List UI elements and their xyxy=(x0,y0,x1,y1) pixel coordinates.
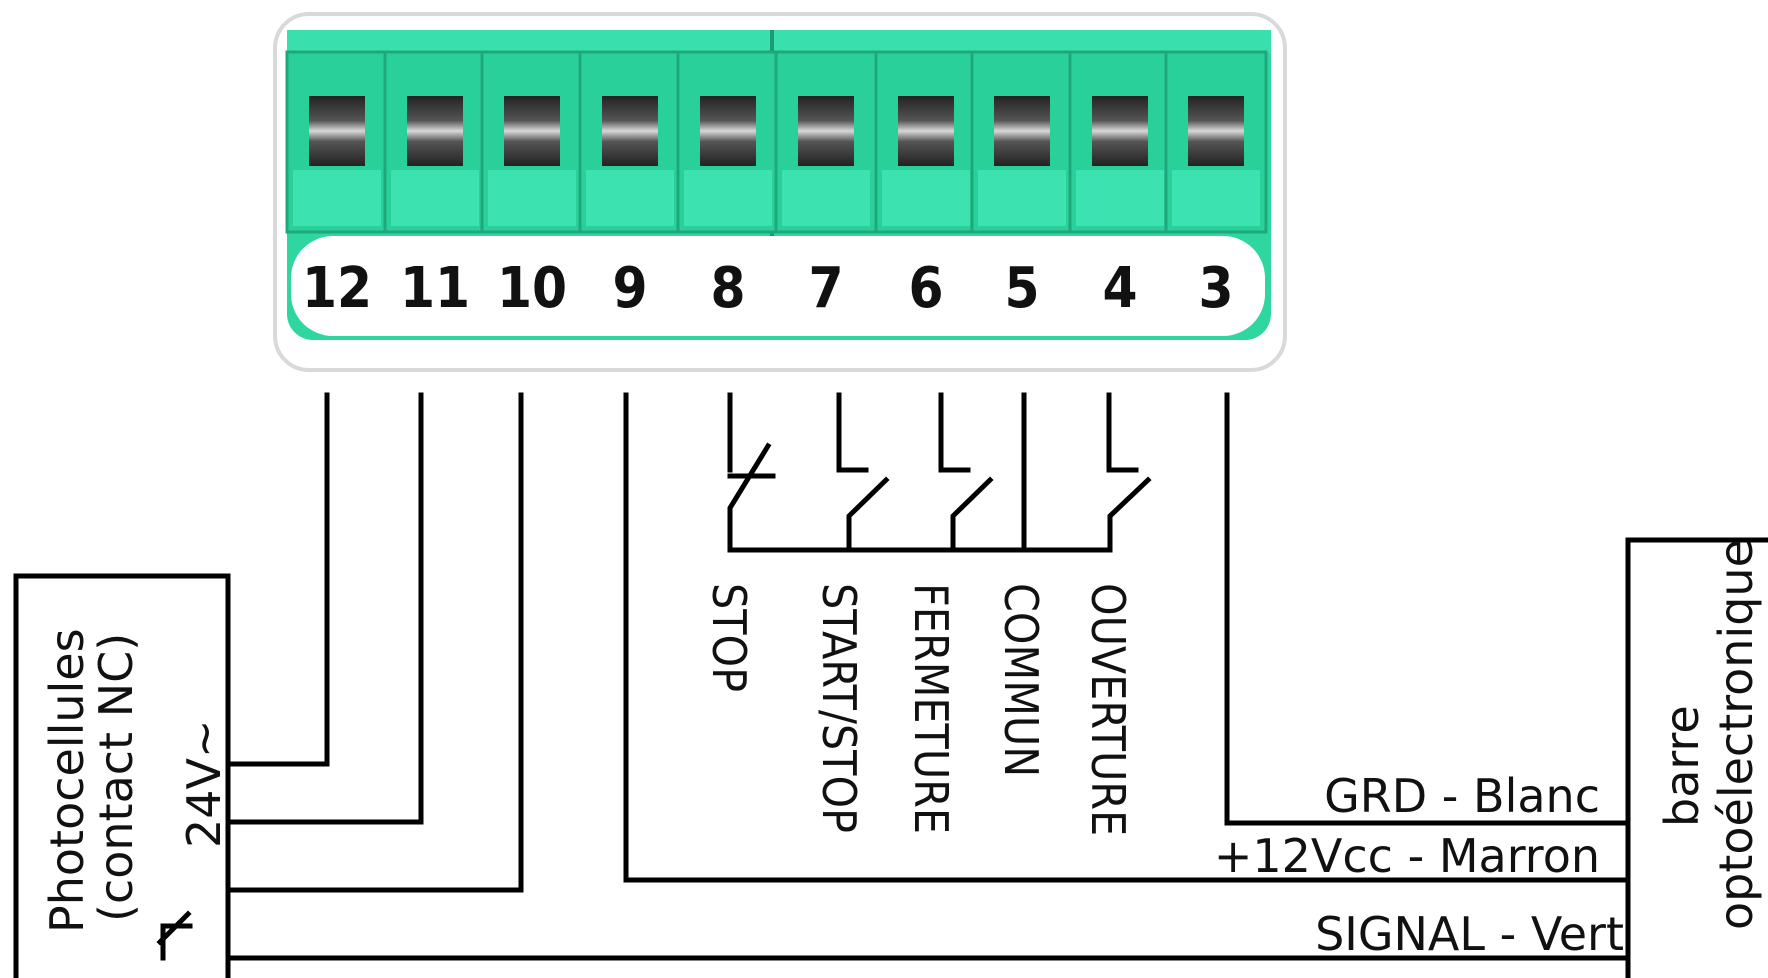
terminal-lip-7 xyxy=(782,170,870,226)
wire-label-signal: SIGNAL - Vert xyxy=(1315,907,1624,961)
terminal-lip-3 xyxy=(1172,170,1260,226)
terminal-number-10: 10 xyxy=(497,256,567,321)
terminal-lip-8 xyxy=(684,170,772,226)
terminal-screw-10 xyxy=(504,96,560,166)
terminal-number-3: 3 xyxy=(1198,256,1233,321)
photocell-voltage: 24V~ xyxy=(177,719,231,848)
switch-label-ouverture: OUVERTURE xyxy=(1081,583,1135,836)
wire-label-12vcc: +12Vcc - Marron xyxy=(1214,829,1600,883)
bar-subtitle: optoélectronique xyxy=(1709,539,1763,930)
wire-label-grd: GRD - Blanc xyxy=(1324,769,1600,823)
terminal-screw-6 xyxy=(898,96,954,166)
terminal-screw-3 xyxy=(1188,96,1244,166)
switch-label-commun: COMMUN xyxy=(994,583,1048,777)
terminal-number-11: 11 xyxy=(400,256,470,321)
terminal-number-5: 5 xyxy=(1004,256,1039,321)
terminal-lip-11 xyxy=(391,170,479,226)
photocell-title: Photocellules xyxy=(40,628,94,933)
bar-box: barre optoélectronique xyxy=(1625,537,1768,978)
terminal-lip-4 xyxy=(1076,170,1164,226)
terminal-screw-9 xyxy=(602,96,658,166)
switch-label-start-stop: START/STOP xyxy=(812,583,866,833)
terminal-screw-5 xyxy=(994,96,1050,166)
photocell-box: Photocellules (contact NC) 24V~ xyxy=(13,573,231,978)
bar-title: barre xyxy=(1655,705,1709,827)
terminal-lip-9 xyxy=(586,170,674,226)
terminal-lip-6 xyxy=(882,170,970,226)
terminal-lip-5 xyxy=(978,170,1066,226)
terminal-number-7: 7 xyxy=(808,256,843,321)
terminal-screw-11 xyxy=(407,96,463,166)
terminal-screw-7 xyxy=(798,96,854,166)
terminal-number-4: 4 xyxy=(1102,256,1137,321)
terminal-lip-12 xyxy=(293,170,381,226)
terminal-number-6: 6 xyxy=(908,256,943,321)
terminal-number-9: 9 xyxy=(612,256,647,321)
terminal-screw-8 xyxy=(700,96,756,166)
terminal-screw-4 xyxy=(1092,96,1148,166)
terminal-number-12: 12 xyxy=(302,256,372,321)
terminal-screw-12 xyxy=(309,96,365,166)
terminal-lip-10 xyxy=(488,170,576,226)
terminal-number-8: 8 xyxy=(710,256,745,321)
switch-label-fermeture: FERMETURE xyxy=(904,583,958,834)
terminal-screws xyxy=(285,50,1268,234)
switch-label-stop: STOP xyxy=(702,583,756,692)
photocell-subtitle: (contact NC) xyxy=(89,633,143,922)
